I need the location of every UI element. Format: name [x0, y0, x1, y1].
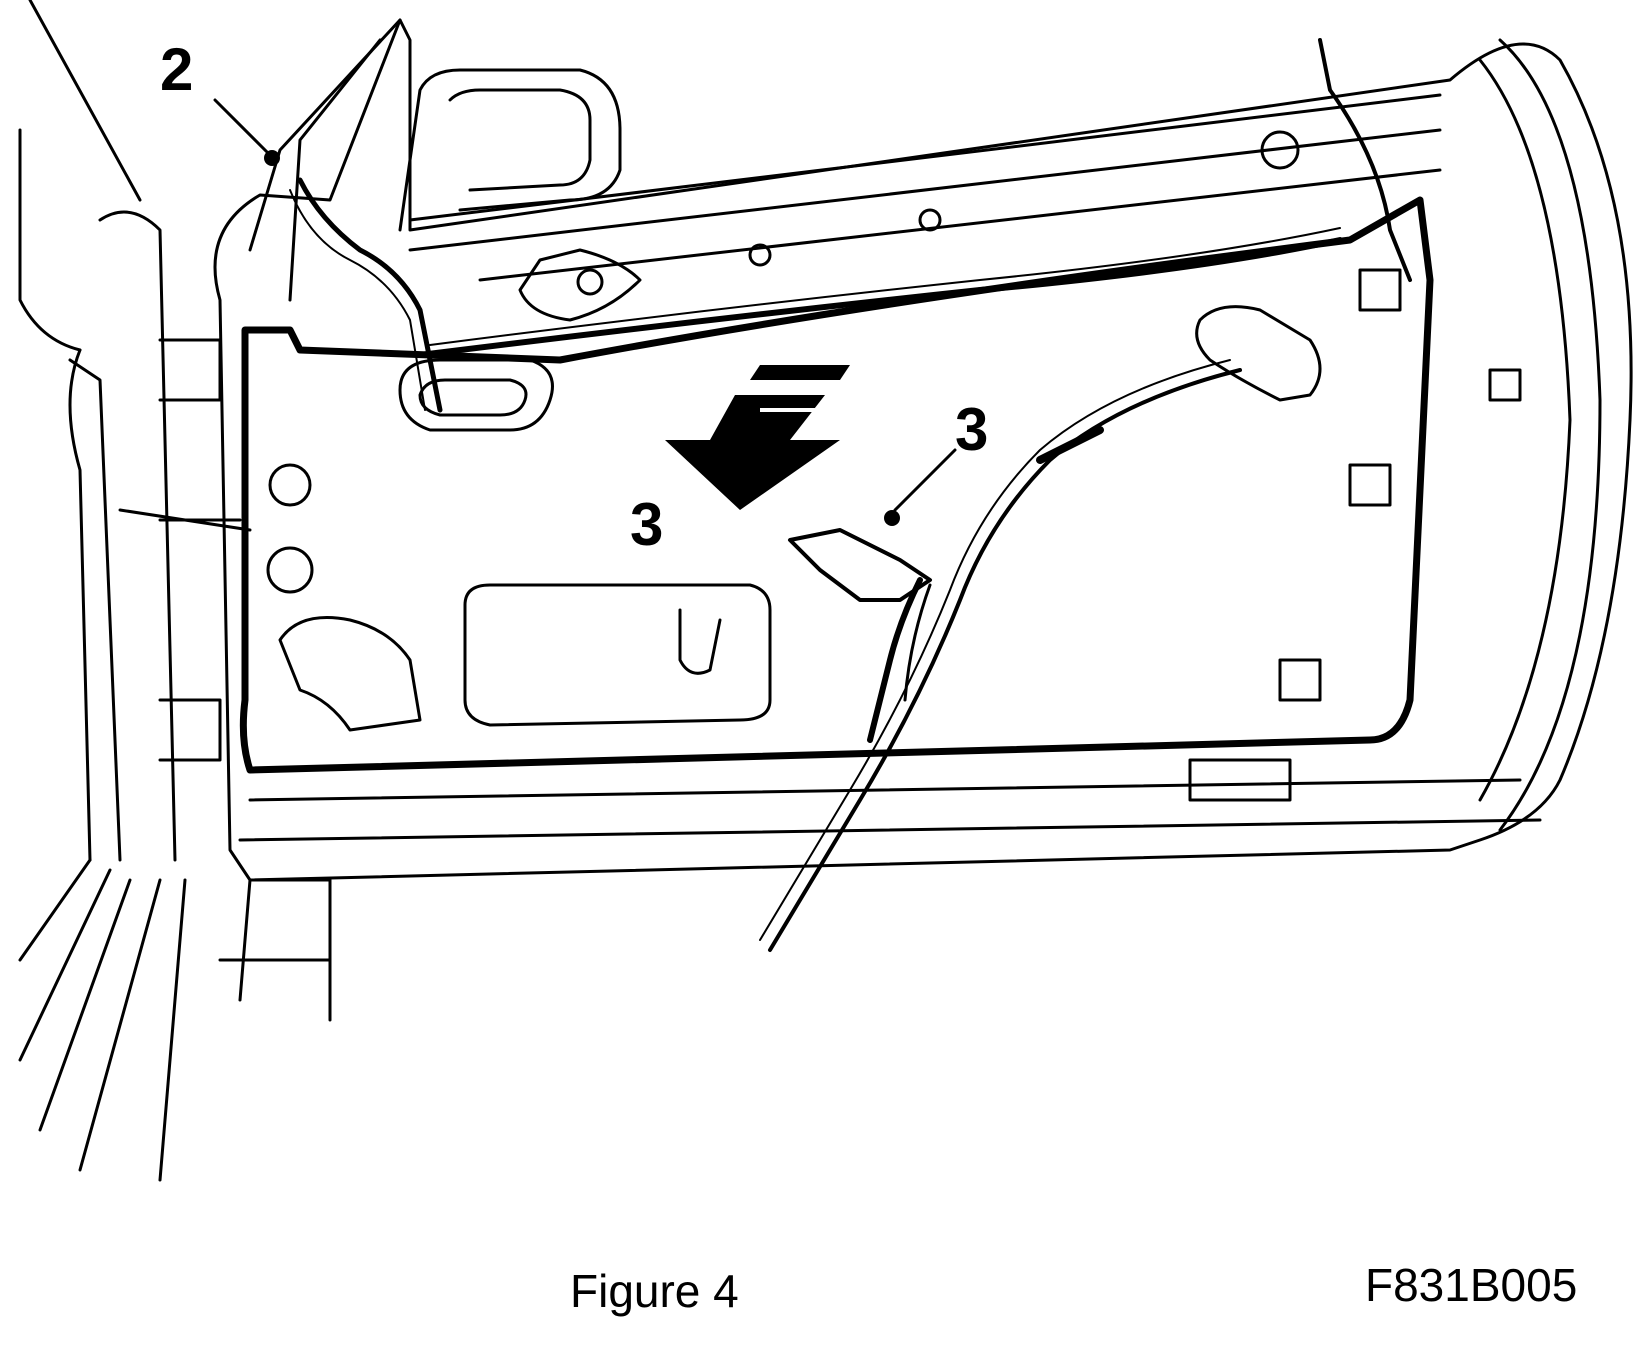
upper-rail [408, 93, 1442, 282]
release-cable [759, 359, 1242, 952]
mirror-bracket [248, 18, 622, 302]
panel-openings [266, 130, 1522, 802]
inner-panel-outline [239, 196, 1434, 774]
callout-label-3-direction: 3 [630, 491, 664, 558]
callout-dot-2 [264, 150, 280, 166]
callout-label-3-connector: 3 [955, 396, 989, 463]
figure-title: Figure 4 [570, 1265, 739, 1317]
door-shell [213, 18, 1633, 882]
callout-leaders [213, 98, 957, 512]
figure-code: F831B005 [1365, 1259, 1578, 1311]
car-body-outline [18, 0, 332, 1182]
wiring-harness [417, 38, 1412, 358]
callout-dot-3 [884, 510, 900, 526]
mirror-cable [289, 177, 443, 413]
direction-arrow [665, 365, 850, 510]
callout-label-2: 2 [160, 36, 194, 103]
